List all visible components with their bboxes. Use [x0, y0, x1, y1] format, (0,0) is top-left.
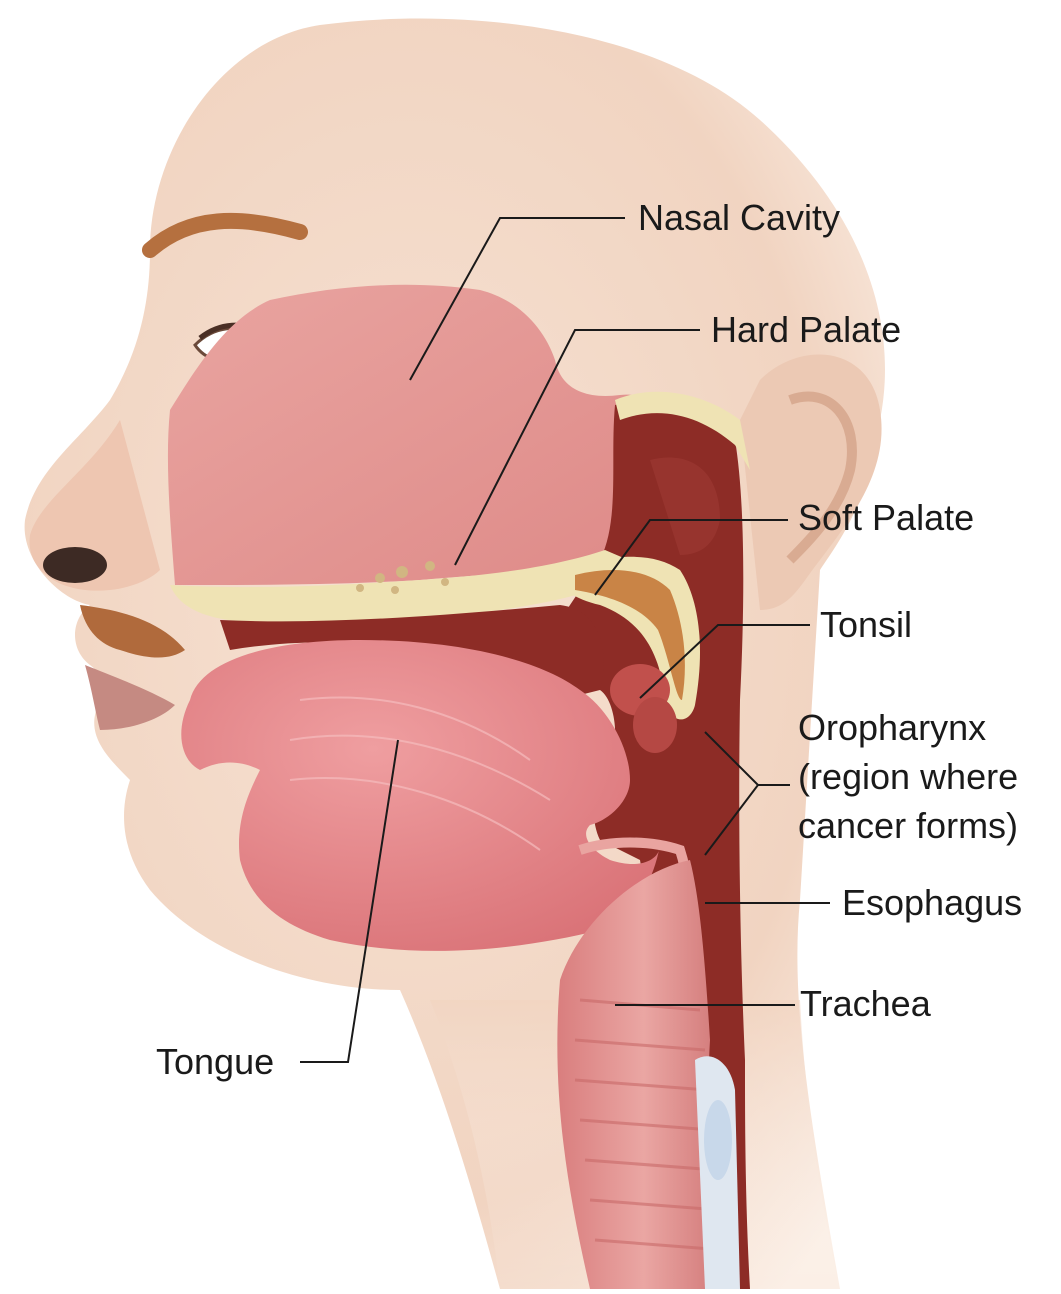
label-hard-palate: Hard Palate	[711, 310, 901, 350]
label-nasal-cavity: Nasal Cavity	[638, 198, 840, 238]
label-oropharynx-note-2: cancer forms)	[798, 806, 1018, 846]
label-oropharynx-note-1: (region where	[798, 757, 1018, 797]
nostril	[43, 547, 107, 583]
label-esophagus: Esophagus	[842, 883, 1022, 923]
label-trachea: Trachea	[800, 984, 931, 1024]
label-tongue: Tongue	[156, 1042, 274, 1082]
label-soft-palate: Soft Palate	[798, 498, 974, 538]
label-tonsil: Tonsil	[820, 605, 912, 645]
label-oropharynx: Oropharynx	[798, 708, 986, 748]
cartilage-ring	[704, 1100, 732, 1180]
